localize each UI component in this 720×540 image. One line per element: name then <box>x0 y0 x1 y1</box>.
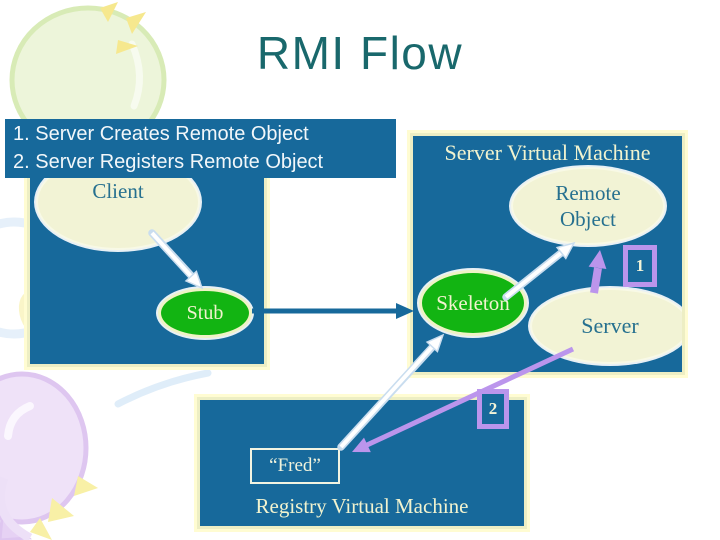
skeleton-node-label: Skeleton <box>436 290 510 315</box>
client-vm-box: Client Stub <box>27 170 267 367</box>
step-1-badge: 1 <box>623 245 657 287</box>
registry-name-entry-label: “Fred” <box>269 455 321 476</box>
step-2-badge-label: 2 <box>488 399 498 418</box>
stub-node: Stub <box>158 288 252 338</box>
server-node: Server <box>530 288 682 364</box>
client-node-label: Client <box>92 179 144 203</box>
step-1-badge-label: 1 <box>635 256 645 275</box>
step-line-2: 2. Server Registers Remote Object <box>13 151 324 173</box>
registry-name-entry: “Fred” <box>250 448 340 484</box>
purple-balloon-icon <box>0 371 89 540</box>
stub-node-label: Stub <box>186 301 224 324</box>
skeleton-node: Skeleton <box>419 270 527 336</box>
sparkle-icons-bottom <box>30 476 98 540</box>
registry-vm-label: Registry Virtual Machine <box>255 494 469 518</box>
sparkle-icons-top <box>100 2 146 54</box>
step-line-1: 1. Server Creates Remote Object <box>13 123 309 145</box>
remote-object-label: Remote Object <box>555 181 621 231</box>
page-title: RMI Flow <box>256 27 464 79</box>
server-node-label: Server <box>581 313 639 338</box>
steps-overlay: 1. Server Creates Remote Object 2. Serve… <box>5 119 396 178</box>
remote-object-node: Remote Object <box>511 167 665 245</box>
step-2-badge: 2 <box>477 389 509 429</box>
server-vm-label: Server Virtual Machine <box>444 140 651 165</box>
